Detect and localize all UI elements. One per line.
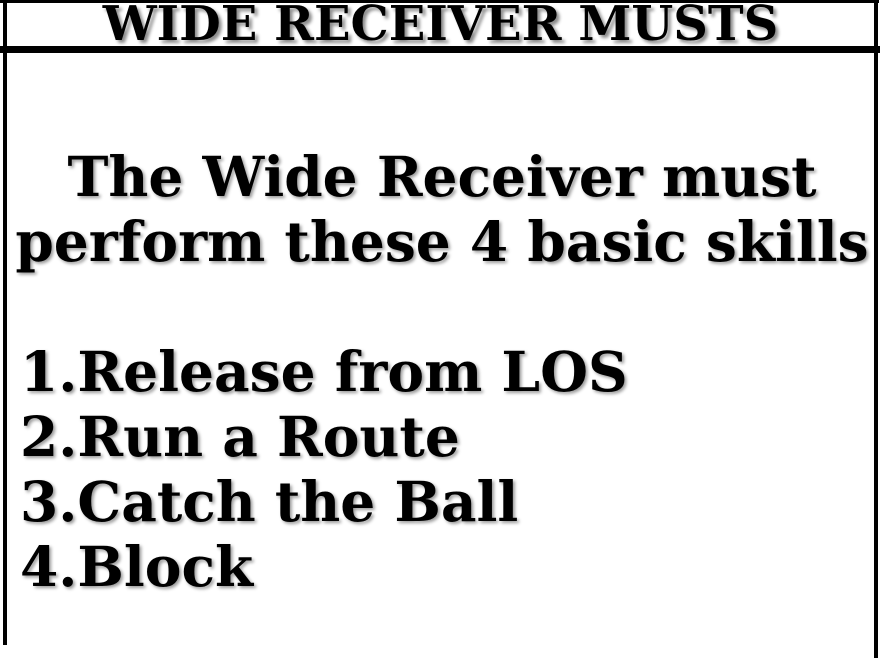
skills-list: 1.Release from LOS 2.Run a Route 3.Catch… bbox=[0, 339, 884, 599]
intro-text-line-2: perform these 4 basic skills bbox=[15, 209, 869, 274]
frame-left-border bbox=[3, 0, 7, 645]
intro-text-line-1: The Wide Receiver must bbox=[67, 144, 817, 209]
title-divider-bar bbox=[0, 46, 880, 53]
skill-item-catch: 3.Catch the Ball bbox=[20, 469, 519, 534]
slide-title: WIDE RECEIVER MUSTS bbox=[102, 0, 779, 52]
skill-item-route: 2.Run a Route bbox=[20, 404, 460, 469]
skill-item-block: 4.Block bbox=[20, 534, 254, 599]
slide-content: The Wide Receiver must perform these 4 b… bbox=[0, 53, 884, 663]
frame-right-border bbox=[874, 0, 878, 658]
title-bar: WIDE RECEIVER MUSTS bbox=[7, 0, 874, 52]
intro-text: The Wide Receiver must perform these 4 b… bbox=[0, 144, 884, 274]
skill-item-release: 1.Release from LOS bbox=[20, 339, 628, 404]
frame-top-border bbox=[0, 0, 879, 3]
